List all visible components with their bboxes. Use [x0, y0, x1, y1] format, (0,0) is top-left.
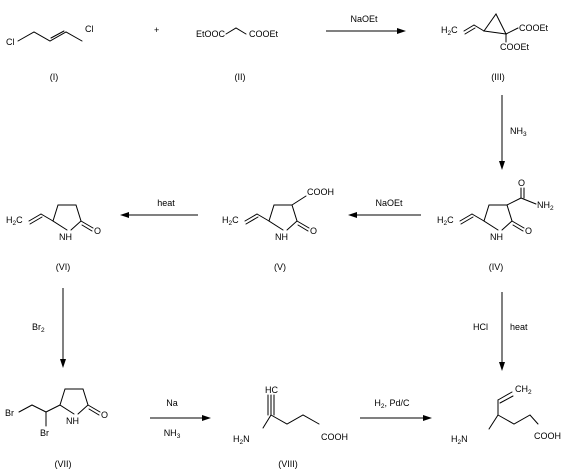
vinyl-h2c-label: H2C — [437, 215, 454, 227]
arrow-to-vi: heat — [120, 198, 198, 218]
cl-right-label: Cl — [85, 24, 94, 34]
amine-h2n-label: H2N — [233, 434, 250, 446]
ring-nh-label: NH — [59, 232, 72, 242]
compound-viii: HC H2N COOH (VIII) — [233, 385, 348, 469]
arrow-to-product: H2, Pd/C — [360, 398, 432, 421]
vinyl-h2c-label: H2C — [441, 25, 458, 37]
cl-left-label: Cl — [6, 37, 15, 47]
compound-i: Cl Cl (I) — [6, 24, 94, 82]
compound-iii: H2C COOEt COOEt (III) — [441, 13, 549, 82]
vinyl-h2c-label: H2C — [222, 215, 239, 227]
ring-oxygen-label: O — [310, 226, 317, 236]
cooh-label: COOH — [321, 432, 348, 442]
cooh-label: COOH — [307, 187, 334, 197]
ring-nh-label: NH — [66, 416, 79, 426]
alkyne-hc-label: HC — [265, 385, 278, 395]
arrow-to-v: NaOEt — [348, 198, 421, 218]
compound-ii: EtOOC COOEt (II) — [196, 27, 279, 82]
terminal-ch2-label: CH2 — [515, 384, 532, 396]
amide-nh2-label: NH2 — [537, 200, 554, 212]
br-b-label: Br — [40, 428, 49, 438]
ester-left-label: EtOOC — [196, 29, 226, 39]
compound-number-vi: (VI) — [56, 262, 71, 272]
reagent-naoet-2: NaOEt — [375, 198, 403, 208]
compound-number-ii: (II) — [235, 72, 246, 82]
compound-number-iv: (IV) — [489, 262, 504, 272]
arrow-to-vii: Br2 — [32, 288, 66, 368]
ring-oxygen-label: O — [101, 410, 108, 420]
amide-oxygen-label: O — [518, 178, 525, 188]
compound-number-iii: (III) — [491, 72, 505, 82]
arrow-to-viii: Na NH3 — [150, 398, 211, 440]
ester-a-label: COOEt — [519, 23, 549, 33]
ring-oxygen-label: O — [94, 226, 101, 236]
ring-nh-label: NH — [490, 232, 503, 242]
butene-chain — [17, 31, 83, 42]
reagent-naoet-1: NaOEt — [350, 14, 378, 24]
reagent-heat-2: heat — [510, 322, 528, 332]
compound-vi: H2C O NH (VI) — [6, 204, 101, 272]
malonate-ch2 — [225, 27, 247, 35]
cooh-label: COOH — [534, 431, 561, 441]
vinyl-h2c-label: H2C — [6, 215, 23, 227]
ester-b-label: COOEt — [500, 42, 530, 52]
reagent-heat-1: heat — [157, 198, 175, 208]
ring-nh-label: NH — [275, 232, 288, 242]
reagent-br2: Br2 — [32, 322, 45, 334]
double-bond-line — [50, 30, 65, 39]
compound-number-v: (V) — [274, 262, 286, 272]
arrow-to-iii: NaOEt — [326, 14, 406, 34]
arrow-to-iv: NH3 — [499, 95, 527, 170]
amine-h2n-label: H2N — [451, 434, 468, 446]
br-a-label: Br — [5, 408, 14, 418]
pyrrolidinone-ring — [52, 204, 82, 231]
compound-number-i: (I) — [50, 72, 59, 82]
compound-final: CH2 H2N COOH — [451, 384, 561, 446]
plus-sign: + — [154, 25, 159, 35]
reagent-nh3: NH3 — [510, 126, 527, 138]
ester-right-label: COOEt — [249, 29, 279, 39]
pyrrolidinone-ring — [59, 388, 89, 415]
reagent-nh3-2: NH3 — [164, 428, 181, 440]
compound-vii: Br Br O NH (VII) — [5, 388, 108, 469]
reagent-na: Na — [166, 398, 178, 408]
ring-oxygen-label: O — [525, 226, 532, 236]
carbon-chain — [497, 414, 539, 425]
carbon-chain — [270, 414, 320, 425]
compound-number-viii: (VIII) — [278, 459, 298, 469]
compound-iv: H2C O NH O NH2 (IV) — [437, 178, 554, 272]
reagent-hcl: HCl — [473, 322, 488, 332]
compound-v: H2C O NH COOH (V) — [222, 187, 334, 272]
compound-number-vii: (VII) — [55, 459, 72, 469]
cyclopropane-ring — [483, 13, 507, 35]
reagent-h2-pdc: H2, Pd/C — [374, 398, 410, 410]
arrow-iv-to-product: HCl heat — [473, 292, 528, 371]
pyrrolidinone-ring — [483, 204, 513, 231]
pyrrolidinone-ring — [268, 204, 298, 231]
